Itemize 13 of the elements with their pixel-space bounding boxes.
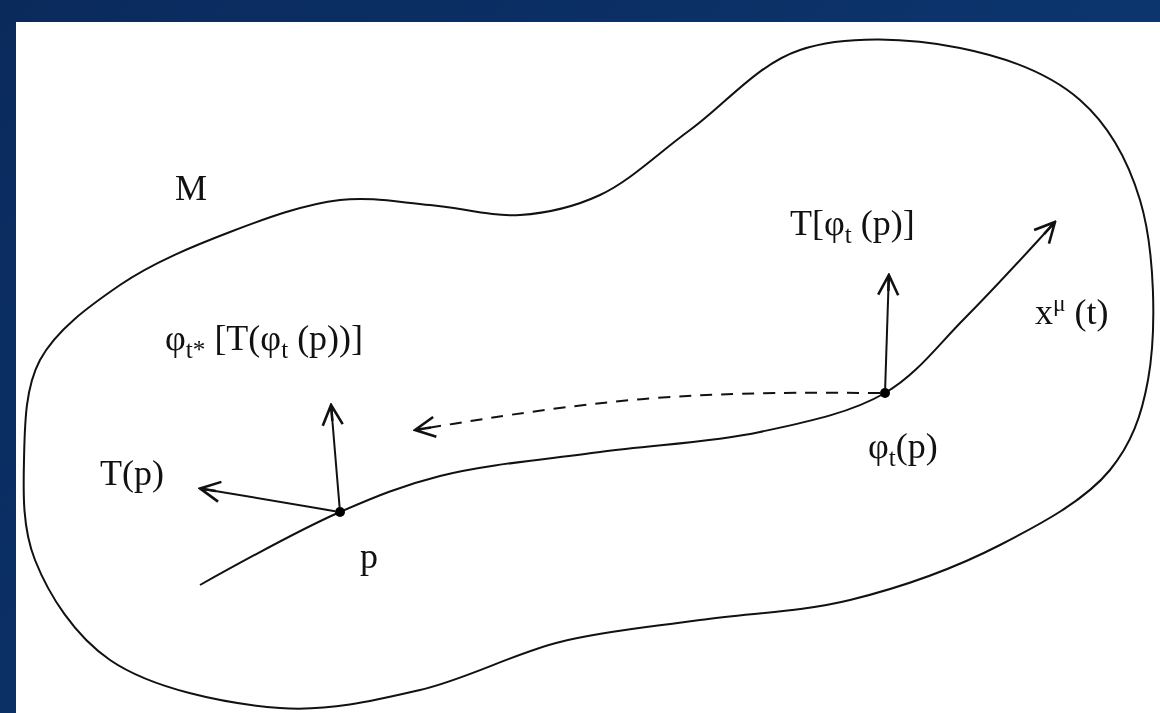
vector-arrow xyxy=(876,273,900,389)
curve-label: x$^{μ}$ (t) xyxy=(1035,292,1109,330)
vector-arrow xyxy=(198,480,336,513)
point-dot xyxy=(880,388,890,398)
vector-label: T[φ$_{t}$ (p)] xyxy=(790,205,915,248)
manifold-label: M xyxy=(175,170,207,206)
dashed-arrow xyxy=(413,391,881,438)
vector-arrow xyxy=(321,403,344,508)
point-dot xyxy=(335,507,345,517)
point-label: φ$_{t}$(p) xyxy=(868,428,938,471)
vector-label: φ$_{t*}$ [T(φ$_{t}$ (p))] xyxy=(165,320,364,363)
vector-label: T(p) xyxy=(100,455,164,491)
point-label: p xyxy=(360,538,378,574)
